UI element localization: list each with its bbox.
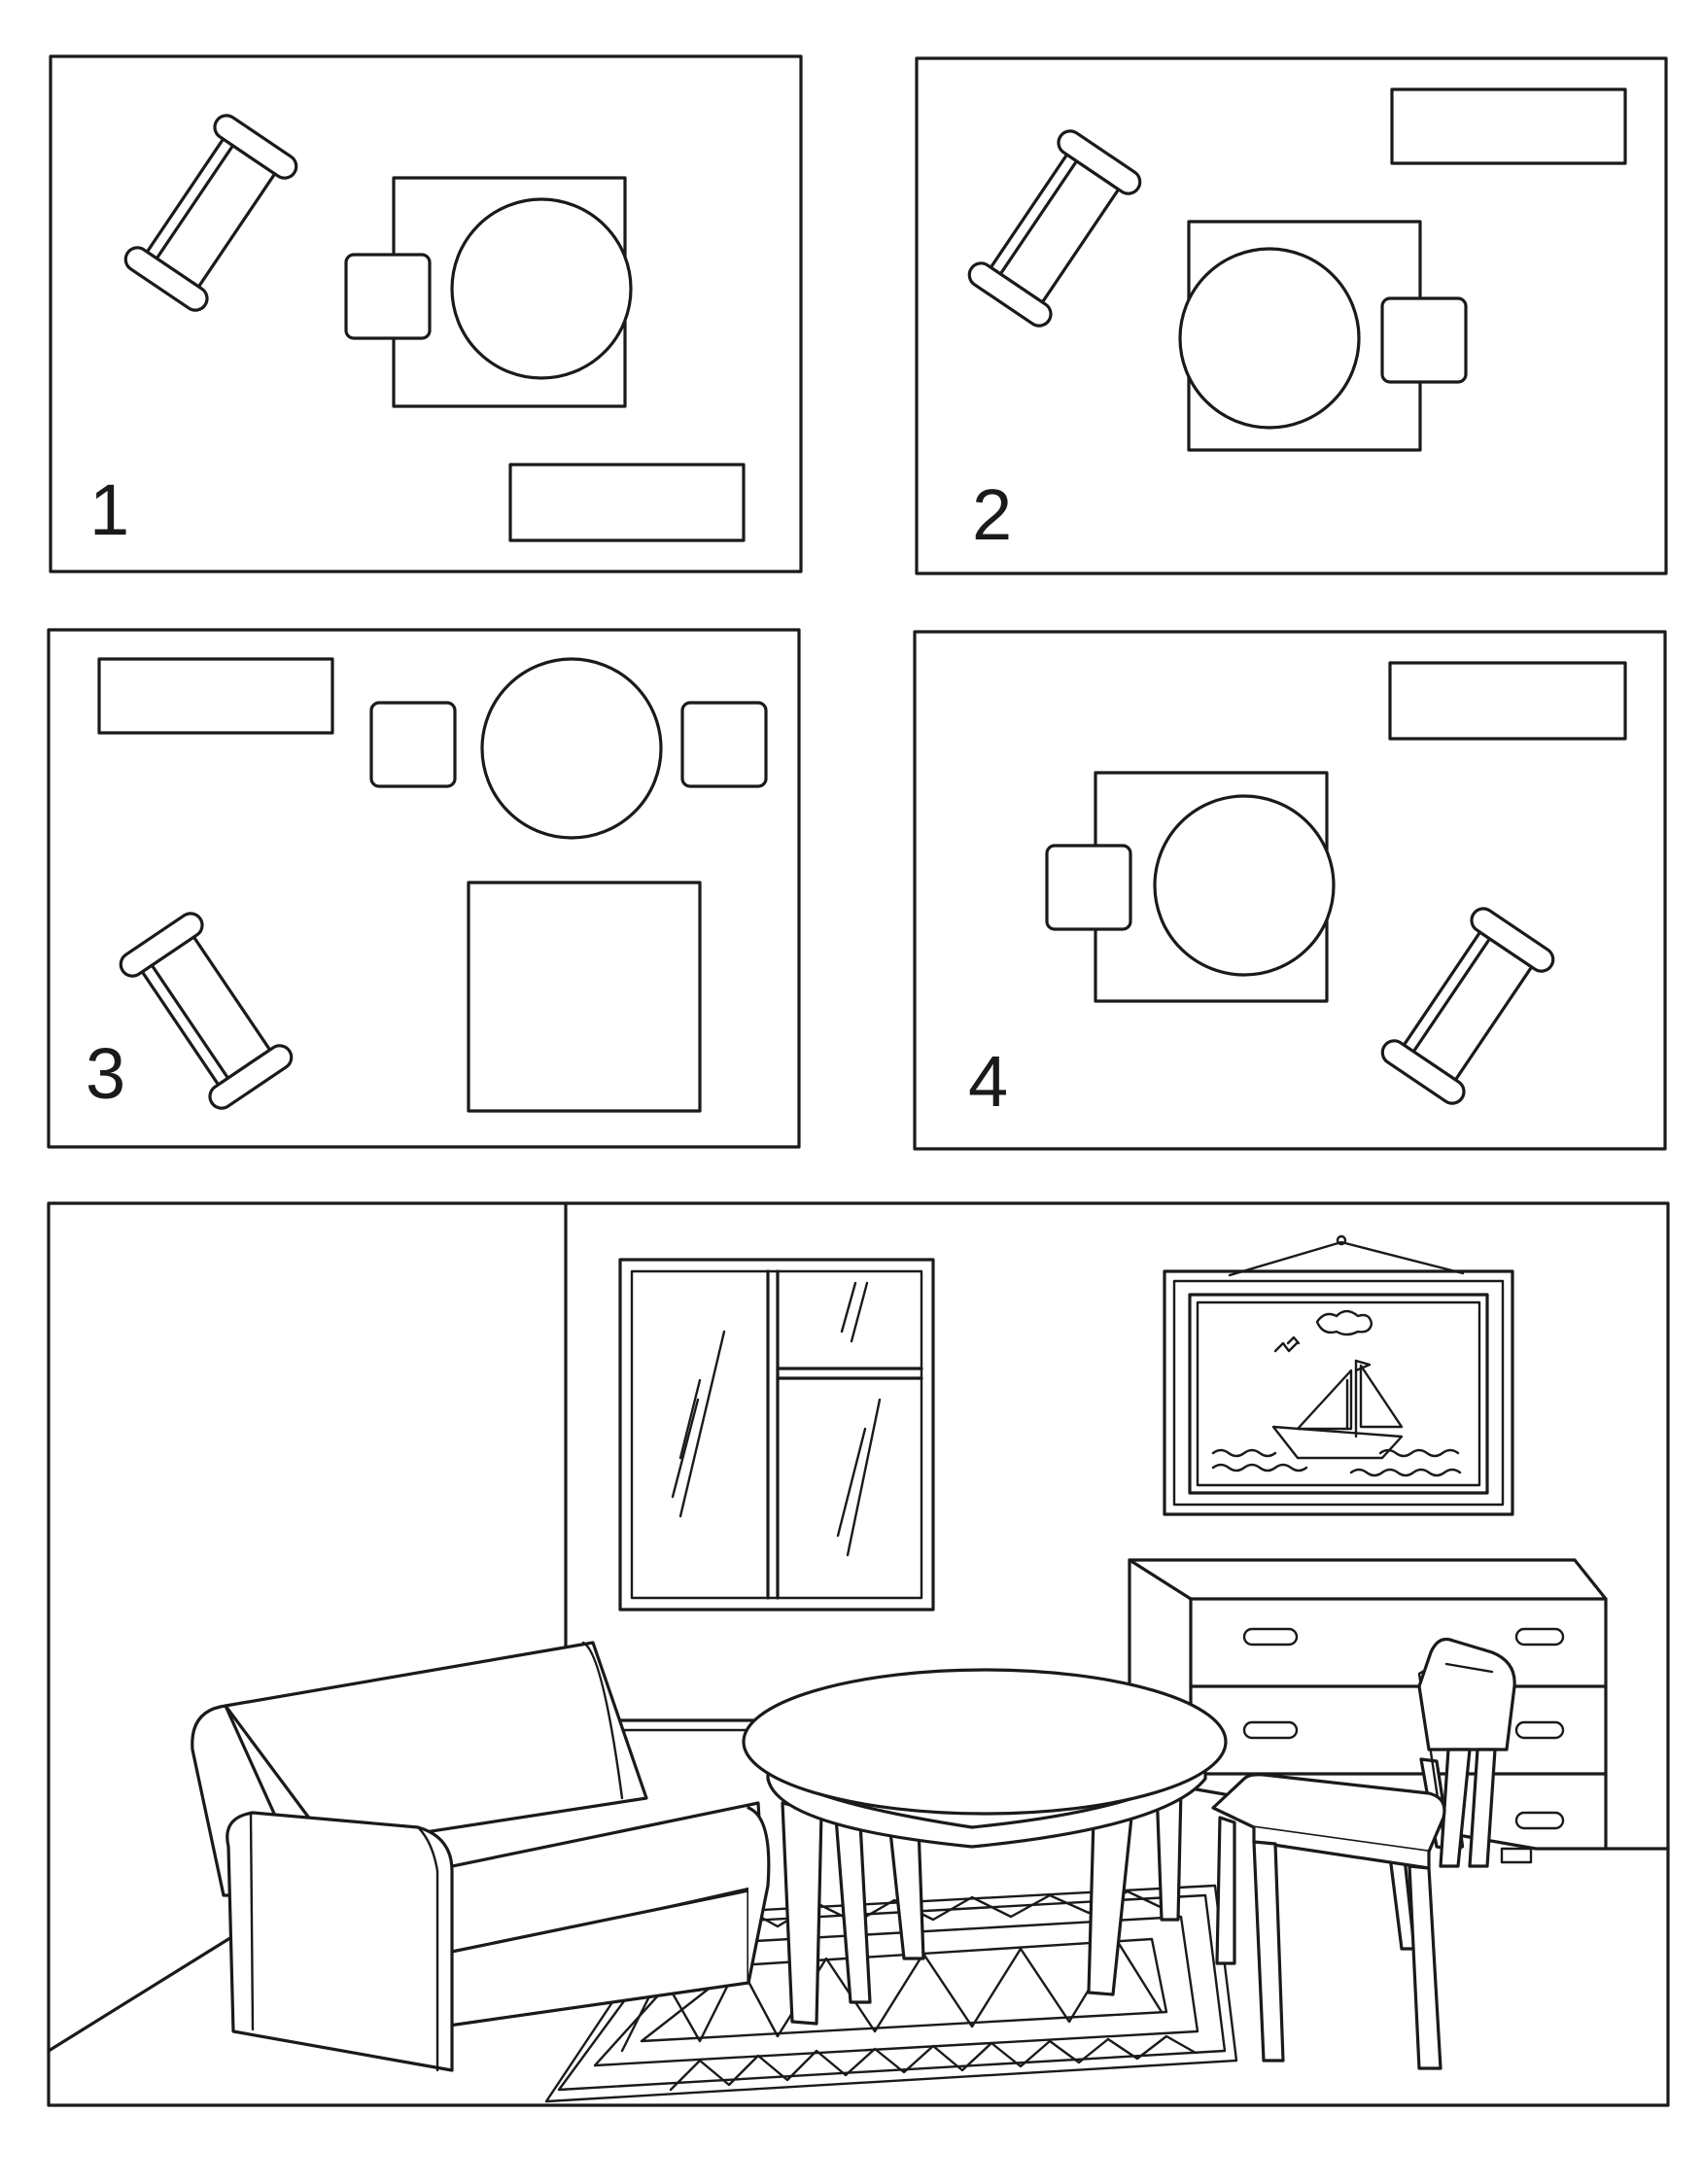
plan-1-round-table: [450, 197, 633, 380]
plan-3: 3: [47, 628, 801, 1149]
plan-2-chair: [1380, 296, 1468, 384]
plan-1-sofa: [120, 109, 302, 317]
plan-2-sofa: [963, 124, 1146, 332]
plan-1-chair: [344, 253, 432, 340]
plan-4-round-table: [1153, 794, 1336, 977]
plan-2-number: 2: [972, 474, 1012, 555]
drawer-handle: [1514, 1720, 1565, 1740]
plan-1: 1: [49, 54, 803, 573]
bird-icon: [1273, 1341, 1299, 1353]
plan-3-dresser: [97, 657, 334, 735]
plan-4: 4: [913, 630, 1667, 1151]
room-frame: [47, 1201, 1670, 2107]
sailboat-picture: [1163, 1234, 1514, 1516]
plan-4-room-outline: [913, 630, 1667, 1151]
cloud-icon: [1315, 1309, 1373, 1336]
plan-3-chair-left: [369, 701, 457, 788]
chair: [1211, 1637, 1516, 2070]
plan-3-round-table: [480, 657, 663, 840]
plan-1-number: 1: [89, 469, 129, 550]
plan-4-sofa: [1376, 902, 1559, 1110]
window: [618, 1258, 935, 1612]
plan-1-room-outline: [49, 54, 803, 573]
plan-1-dresser: [508, 463, 746, 542]
plan-3-room-outline: [47, 628, 801, 1149]
plan-4-chair: [1045, 844, 1132, 931]
plan-2-dresser: [1390, 87, 1627, 165]
drawer-handle: [1514, 1627, 1565, 1647]
plan-2-round-table: [1178, 247, 1361, 430]
drawer-handle: [1242, 1627, 1299, 1647]
round-table: [742, 1668, 1228, 2026]
plan-3-sofa: [115, 907, 297, 1115]
plan-2-room-outline: [915, 56, 1668, 575]
plan-4-number: 4: [968, 1041, 1008, 1122]
plan-4-dresser: [1388, 661, 1627, 741]
plan-2: 2: [915, 56, 1668, 575]
plan-3-chair-right: [680, 701, 768, 788]
room-illustration: [47, 1201, 1670, 2107]
plan-3-rug: [467, 881, 702, 1113]
drawer-handle: [1242, 1720, 1299, 1740]
floor-left-edge: [47, 1929, 243, 2053]
drawer-handle: [1514, 1811, 1565, 1830]
plan-3-number: 3: [86, 1033, 125, 1114]
sofa: [191, 1641, 771, 2072]
